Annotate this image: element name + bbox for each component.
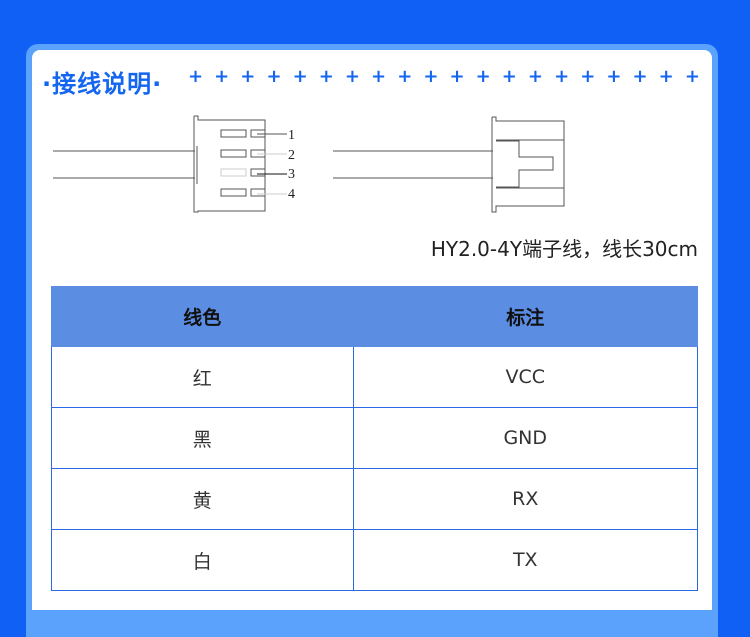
left-connector [53, 115, 287, 213]
pin-label: 3 [288, 167, 295, 182]
signal-label: TX [352, 529, 698, 591]
cable-caption: HY2.0-4Y端子线，线长30cm [430, 237, 698, 261]
section-title: ·接线说明· [42, 70, 163, 98]
pin-label: 2 [288, 148, 295, 163]
wire-color: 白 [51, 529, 354, 591]
right-connector [333, 116, 565, 213]
signal-label: VCC [352, 346, 698, 408]
header-label: 标注 [352, 286, 698, 347]
table-header-row: 线色 标注 [51, 286, 698, 347]
pin-label: 1 [288, 128, 295, 143]
signal-label: GND [352, 407, 698, 469]
wire-color: 黄 [51, 468, 354, 530]
plus-decoration: + + + + + + + + + + + + + + + + + + + + [188, 66, 703, 87]
header-wire-color: 线色 [51, 286, 354, 347]
wire-color: 黑 [51, 407, 354, 469]
signal-label: RX [352, 468, 698, 530]
pin-label: 4 [288, 187, 295, 202]
wire-color: 红 [51, 346, 354, 408]
